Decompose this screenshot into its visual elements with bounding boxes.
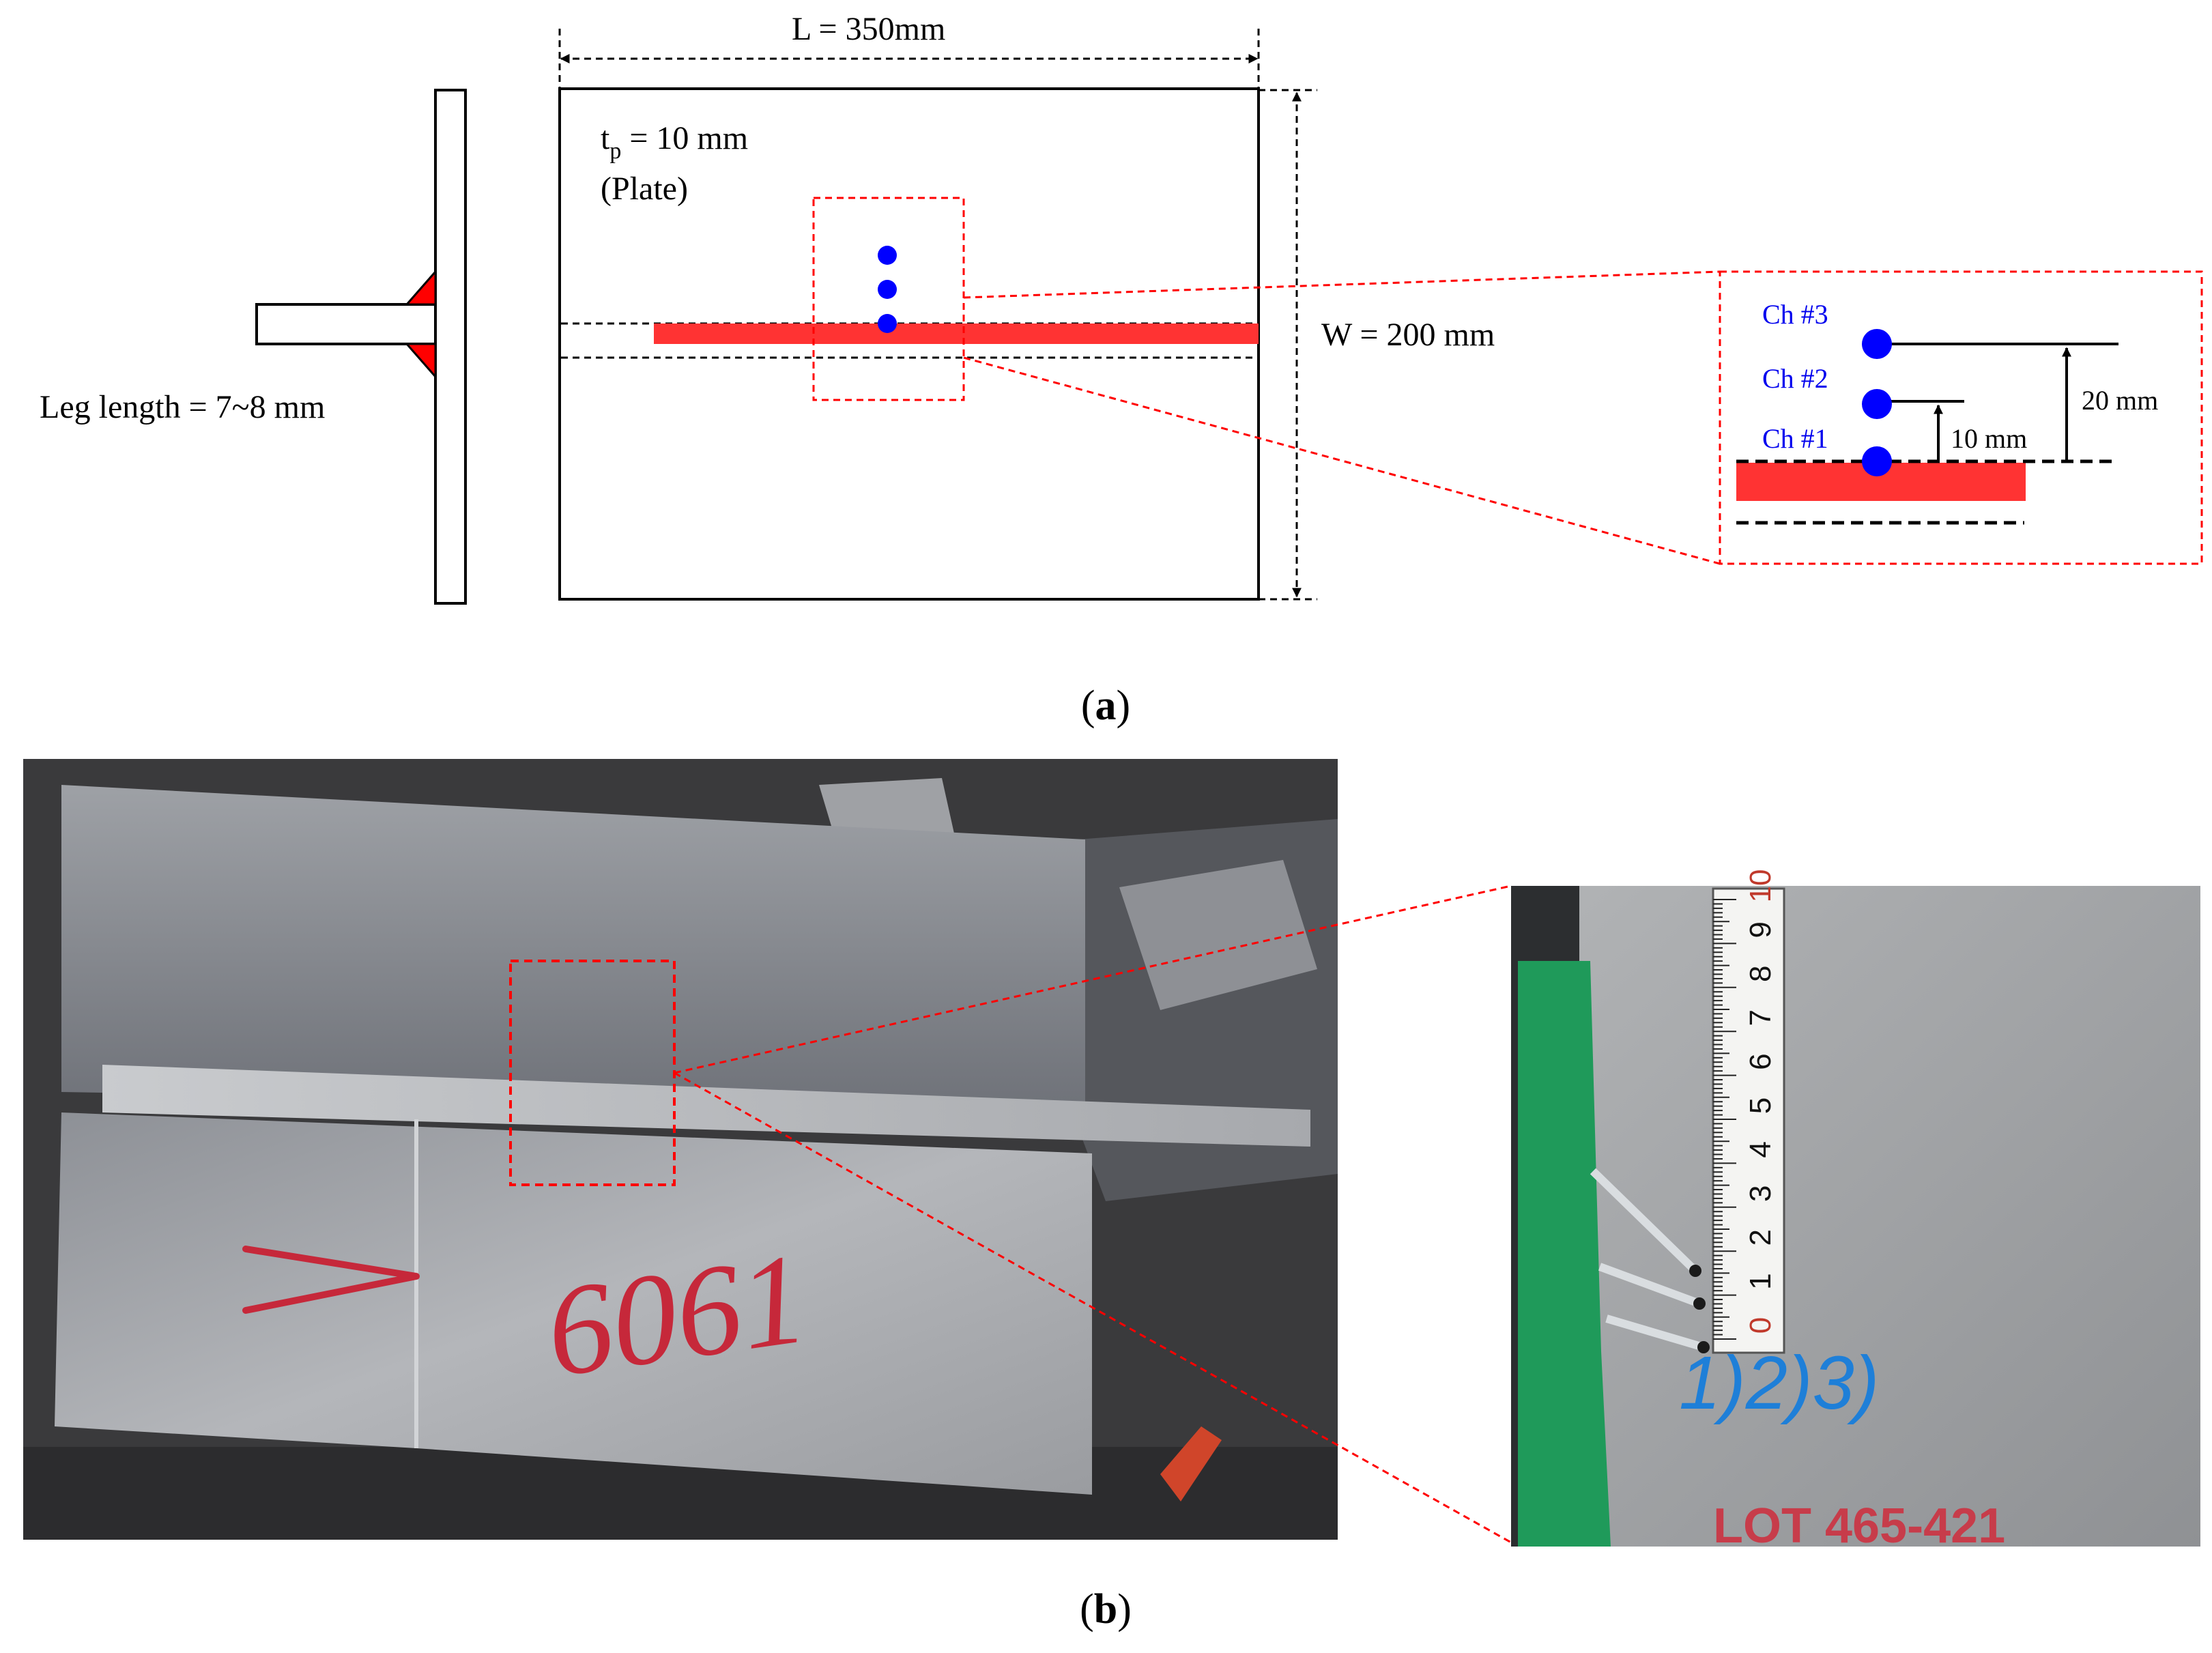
ruler-digit: 3 (1744, 1185, 1777, 1202)
wire-1 (1590, 1168, 1699, 1274)
ruler-digit: 1 (1744, 1273, 1777, 1289)
specimen-photo: 6061 (23, 759, 1338, 1540)
photo-zoom-connector-bottom (674, 1072, 1512, 1544)
length-label: L = 350mm (792, 11, 945, 47)
base-plate-photo (55, 1112, 1092, 1495)
inset-ch3-dot (1862, 329, 1892, 359)
panel-a: Leg length = 7~8 mm L = 350mm W = 200 mm… (40, 11, 2203, 729)
weld-bead (654, 324, 1259, 344)
dim-20mm-label: 20 mm (2082, 385, 2158, 416)
width-label: W = 200 mm (1321, 317, 1495, 353)
lot-marker-text: LOT 465-421 (1713, 1499, 2005, 1553)
dim-10mm-label: 10 mm (1951, 423, 2027, 454)
inset-ch1-dot (1862, 446, 1892, 476)
weld-fillet-lower (404, 343, 437, 379)
thermocouple-detail-inset: Ch #3 Ch #2 Ch #1 10 mm 20 mm (1719, 270, 2203, 565)
zoom-connector-top (963, 270, 1721, 299)
ruler-digit: 9 (1744, 921, 1777, 938)
measuring-ruler: 0 1 2 3 4 5 6 7 8 9 10 (1712, 869, 1785, 1354)
ruler-digit: 10 (1744, 869, 1777, 903)
ch1-label: Ch #1 (1762, 423, 1828, 454)
green-tape (1518, 961, 1611, 1547)
alloy-marker-text: 6061 (538, 1226, 815, 1405)
photo-zoom-connector-top (674, 885, 1512, 1074)
zoom-connector-bottom (963, 356, 1721, 565)
junction-3 (1697, 1341, 1710, 1353)
wire-2 (1598, 1263, 1701, 1308)
ruler-digit: 2 (1744, 1229, 1777, 1246)
ruler-ticks (1713, 899, 1736, 1340)
wire-3 (1605, 1314, 1705, 1351)
ruler-digit: 0 (1744, 1317, 1777, 1334)
red-cable (1160, 1426, 1222, 1501)
junction-2 (1693, 1297, 1706, 1310)
panel-b: 6061 0 1 2 3 4 5 6 7 8 9 10 1)2)3) (23, 759, 2200, 1633)
ruler-digit: 6 (1744, 1053, 1777, 1069)
ruler-digit: 8 (1744, 966, 1777, 982)
ch3-label: Ch #3 (1762, 299, 1828, 330)
measurement-zone (812, 197, 965, 401)
thickness-label: tp = 10 mm (601, 120, 748, 164)
panel-a-caption: (a) (1081, 682, 1130, 729)
ch2-label: Ch #2 (1762, 363, 1828, 394)
inset-photo-bg (1511, 886, 2200, 1547)
ruler-digit: 4 (1744, 1141, 1777, 1158)
ruler-digit: 5 (1744, 1097, 1777, 1114)
t-joint-section (255, 89, 467, 605)
ruler-digits: 0 1 2 3 4 5 6 7 8 9 10 (1744, 869, 1777, 1334)
thermocouple-3-dot (878, 246, 897, 265)
thermocouple-1-dot (878, 314, 897, 333)
channel-marker-text: 1)2)3) (1679, 1341, 1879, 1425)
inset-frame (1719, 270, 2203, 565)
horizontal-plate-section (255, 303, 437, 345)
panel-b-caption: (b) (1080, 1586, 1132, 1633)
scrap-highlight (1119, 860, 1317, 1010)
thermocouple-2-dot (878, 280, 897, 299)
leg-length-label: Leg length = 7~8 mm (40, 389, 325, 425)
ruler-digit: 7 (1744, 1009, 1777, 1026)
arrow-marker (242, 1246, 420, 1314)
inset-ch2-dot (1862, 389, 1892, 419)
weld-line-photo (102, 1065, 1310, 1147)
vertical-plate-section (434, 89, 467, 605)
vertical-plate-photo (61, 785, 1085, 1108)
junction-1 (1689, 1265, 1701, 1277)
plate-label: (Plate) (601, 171, 688, 207)
weld-fillet-upper (404, 269, 437, 306)
thermocouple-photo-inset: 0 1 2 3 4 5 6 7 8 9 10 1)2)3) LOT 465-421 (1511, 869, 2200, 1553)
